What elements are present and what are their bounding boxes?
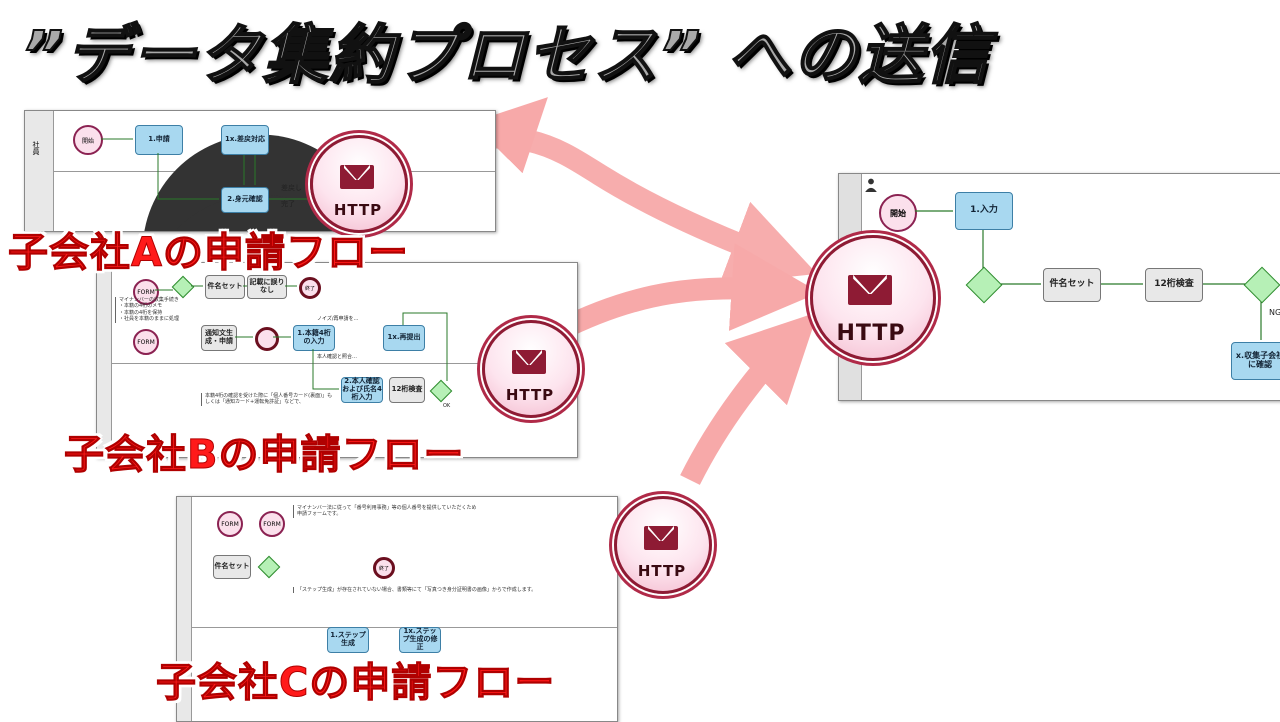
task-b-verify[interactable]: 2.本人確認および氏名4桁入力 [341, 377, 383, 403]
flow-label-done: 完了 [281, 200, 295, 208]
gw-ok-label: OK [443, 403, 451, 409]
main-ng-label: NG [1269, 308, 1280, 317]
task-b-input[interactable]: 1.本籍4桁の入力 [293, 325, 335, 351]
http-icon-b: HTTP [482, 320, 582, 420]
form-b1[interactable]: FORM [133, 279, 159, 305]
main-start-event[interactable]: 開始 [879, 194, 917, 232]
task-c-step-fix[interactable]: 1x.ステップ生成の修正 [399, 627, 441, 653]
note-b3: 本人確認と照合… [317, 354, 358, 360]
task-c-set[interactable]: 件名セット [213, 555, 251, 579]
label-company-b: 子会社Bの申請フロー [64, 432, 465, 479]
http-icon-c: HTTP [614, 496, 714, 596]
mail-icon [644, 526, 678, 550]
connectors-b [155, 285, 448, 390]
person-icon [865, 178, 877, 192]
task-b-check[interactable]: 12桁検査 [389, 377, 425, 403]
lane-b1: FORM 件名セット 記載に誤りなし 終了 マイナンバーの収集手続き ・本籍の4… [97, 263, 577, 364]
task-b-resubmit[interactable]: 1x.再提出 [383, 325, 425, 351]
note-c-mid: 「ステップ生成」が存在されていない場合、書類等にて「写真つき身分証明書の画像」か… [293, 587, 537, 594]
task-b-confirm[interactable]: 記載に誤りなし [247, 275, 287, 299]
page-title: ”データ集約プロセス” への送信 [21, 18, 991, 94]
end-event-c: 終了 [373, 557, 395, 579]
main-task-confirm[interactable]: x.収集子会社 に確認 [1231, 342, 1280, 380]
http-icon-main: HTTP [810, 235, 940, 365]
label-company-a: 子会社Aの申請フロー [8, 230, 409, 277]
task-b-notify[interactable]: 通知文生成・申請 [201, 325, 237, 351]
arrow-a-origin [471, 97, 548, 174]
flow-label-return: 差戻し [281, 184, 302, 192]
main-task-input[interactable]: 1.入力 [955, 192, 1013, 230]
lane-c2: 1.ステップ生成 1x.ステップ生成の修正 [177, 627, 617, 721]
end-event-b: 終了 [299, 277, 321, 299]
lane-c1: FORM FORM マイナンバー法に従って「番号利用事務」等の個人番号を提供して… [177, 497, 617, 628]
main-task-check[interactable]: 12桁検査 [1145, 268, 1203, 302]
note-b1: マイナンバーの収集手続き ・本籍の4桁のメモ ・本籍の4桁を保持 ・社員を本籍の… [115, 297, 181, 323]
form-c2[interactable]: FORM [259, 511, 285, 537]
http-mini-b [255, 327, 279, 351]
arrow-b-to-main [555, 243, 820, 340]
lane-b2: 2.本人確認および氏名4桁入力 12桁検査 OK 本籍4桁の確認を受けた際に「個… [97, 363, 577, 457]
flow-panel-c: FORM FORM マイナンバー法に従って「番号利用事務」等の個人番号を提供して… [176, 496, 618, 722]
arrow-c-to-main [680, 311, 818, 485]
connectors-a [101, 138, 315, 200]
task-a-apply[interactable]: 1.申請 [135, 125, 183, 155]
gateway-c1 [257, 555, 281, 579]
task-a-identity[interactable]: 2.身元確認 [221, 187, 269, 213]
form-b2[interactable]: FORM [133, 329, 159, 355]
flow-panel-a: 社員 開始 1.申請 1x.差戻対応 2.身元確認 差戻し 完了 [24, 110, 496, 232]
mail-icon [340, 165, 374, 189]
note-b4: 本籍4桁の確認を受けた際に「個人番号カード(裏面)」もしくは「通知カード+運転免… [201, 393, 335, 406]
task-b-set[interactable]: 件名セット [205, 275, 245, 299]
mail-icon [512, 350, 546, 374]
http-icon-a: HTTP [310, 135, 410, 235]
main-task-set[interactable]: 件名セット [1043, 268, 1101, 302]
mail-icon [848, 275, 892, 305]
note-b2: ノイズ/再申請を… [317, 316, 359, 322]
task-a-return[interactable]: 1x.差戻対応 [221, 125, 269, 155]
label-company-c: 子会社Cの申請フロー [155, 660, 556, 707]
form-c1[interactable]: FORM [217, 511, 243, 537]
main-connectors [915, 210, 1262, 340]
start-event-a[interactable]: 開始 [73, 125, 103, 155]
note-c-top: マイナンバー法に従って「番号利用事務」等の個人番号を提供していただくため申請フォ… [293, 505, 477, 518]
task-c-step[interactable]: 1.ステップ生成 [327, 627, 369, 653]
lane-a2: 2.身元確認 差戻し 完了 [25, 171, 495, 231]
